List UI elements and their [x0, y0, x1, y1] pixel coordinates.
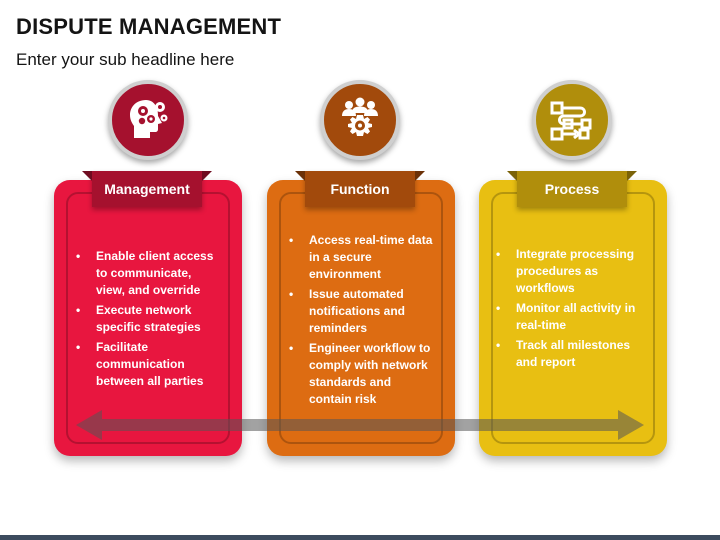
bullet-item: Integrate processing procedures as workf… — [492, 246, 642, 297]
bullet-item: Facilitate communication between all par… — [72, 339, 222, 390]
management-tab: Management — [82, 171, 212, 207]
bullet-item: Engineer workflow to comply with network… — [285, 340, 435, 408]
bullet-item: Execute network specific strategies — [72, 302, 222, 336]
page-title: DISPUTE MANAGEMENT — [16, 14, 282, 39]
head-gears-icon — [130, 100, 168, 138]
management-bullets: Enable client access to communicate, vie… — [72, 248, 222, 393]
bullet-item: Enable client access to communicate, vie… — [72, 248, 222, 299]
process-icon-circle — [532, 80, 612, 160]
management-icon-circle — [108, 80, 188, 160]
team-gear-icon — [342, 97, 378, 136]
management-label: Management — [104, 181, 190, 197]
function-icon-circle — [320, 80, 400, 160]
bullet-item: Issue automated notifications and remind… — [285, 286, 435, 337]
function-tab: Function — [295, 171, 425, 207]
function-bullets: Access real-time data in a secure enviro… — [285, 232, 435, 411]
bullet-item: Track all milestones and report — [492, 337, 642, 371]
footer-bar — [0, 535, 720, 540]
process-tab: Process — [507, 171, 637, 207]
process-bullets: Integrate processing procedures as workf… — [492, 246, 642, 374]
bullet-item: Access real-time data in a secure enviro… — [285, 232, 435, 283]
double-arrow-icon — [76, 410, 644, 440]
page-subtitle: Enter your sub headline here — [16, 50, 235, 69]
process-label: Process — [544, 181, 600, 197]
workflow-icon — [550, 101, 592, 141]
function-label: Function — [330, 181, 390, 197]
bullet-item: Monitor all activity in real-time — [492, 300, 642, 334]
